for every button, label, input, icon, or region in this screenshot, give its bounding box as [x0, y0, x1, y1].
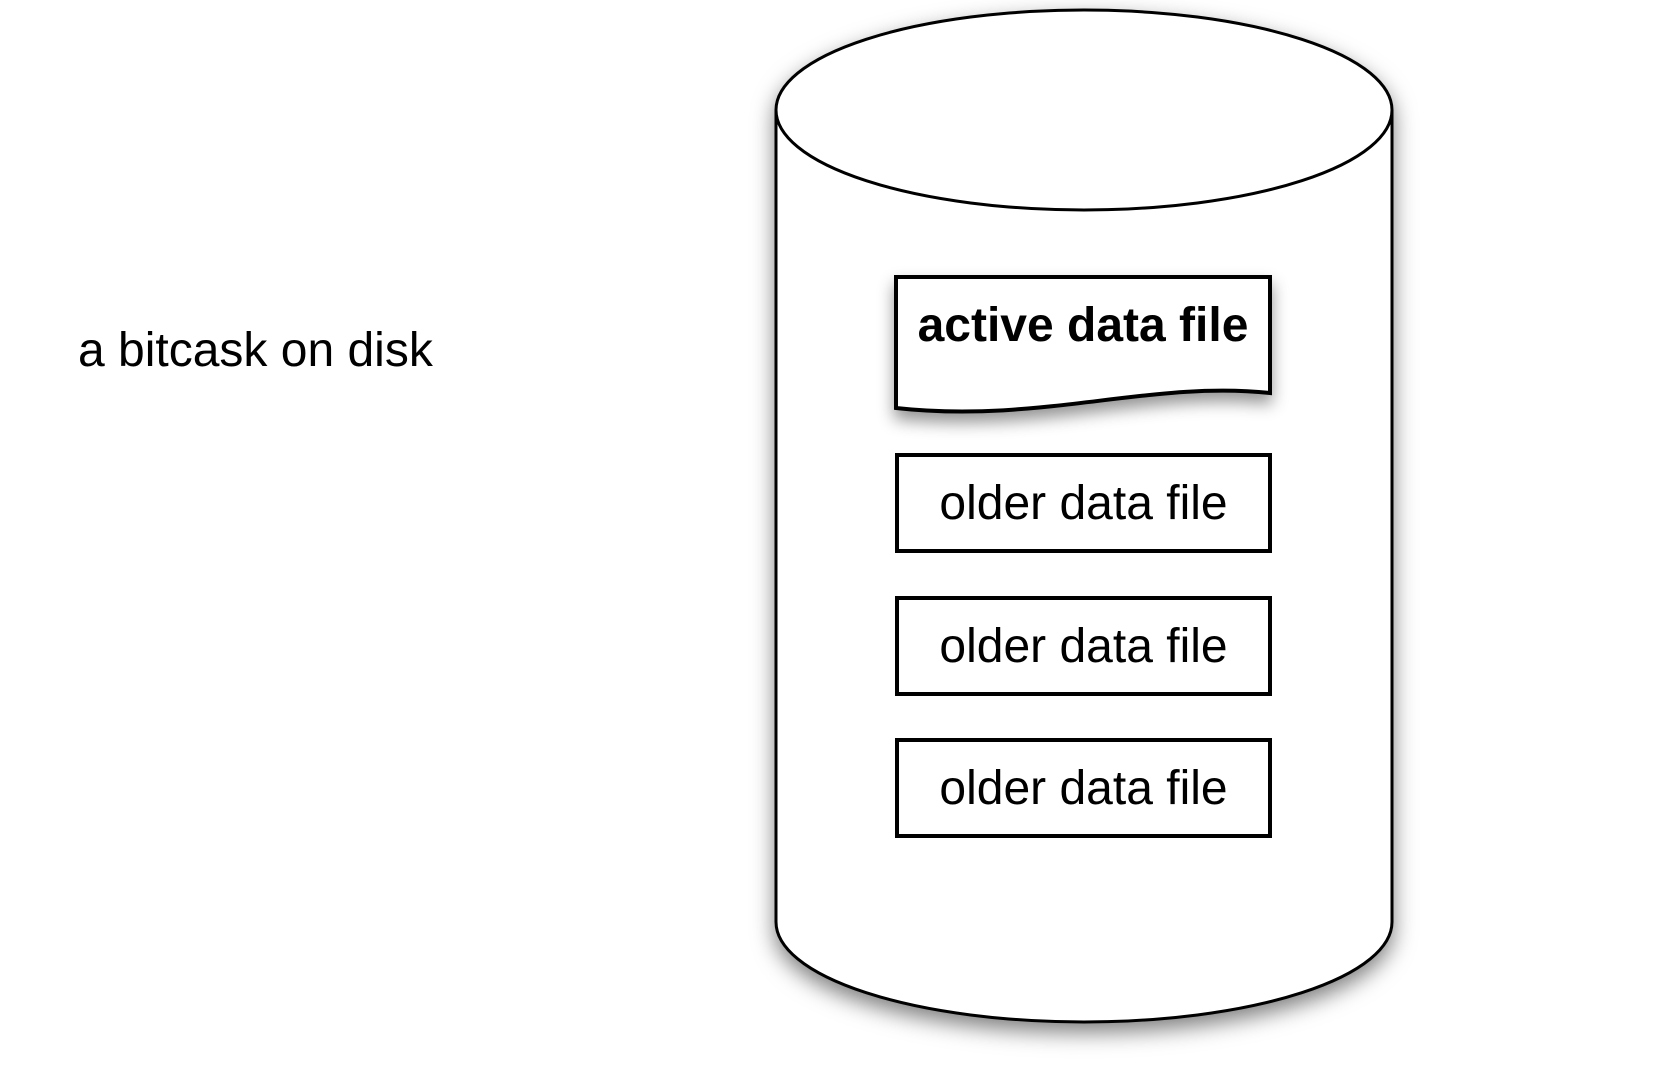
- older-data-file-box: older data file: [895, 738, 1272, 838]
- older-data-file-label: older data file: [939, 619, 1228, 673]
- active-data-file-shape: [894, 275, 1272, 414]
- active-data-file-label: active data file: [917, 298, 1249, 352]
- older-data-file-label: older data file: [939, 761, 1228, 815]
- cylinder-body: [774, 110, 1394, 1024]
- older-data-file-box: older data file: [895, 453, 1272, 553]
- cylinder-top-ellipse: [774, 8, 1394, 212]
- older-data-file-box: older data file: [895, 596, 1272, 696]
- older-data-file-label: older data file: [939, 476, 1228, 530]
- diagram-caption: a bitcask on disk: [78, 324, 433, 377]
- active-data-file-outline: [894, 275, 1272, 414]
